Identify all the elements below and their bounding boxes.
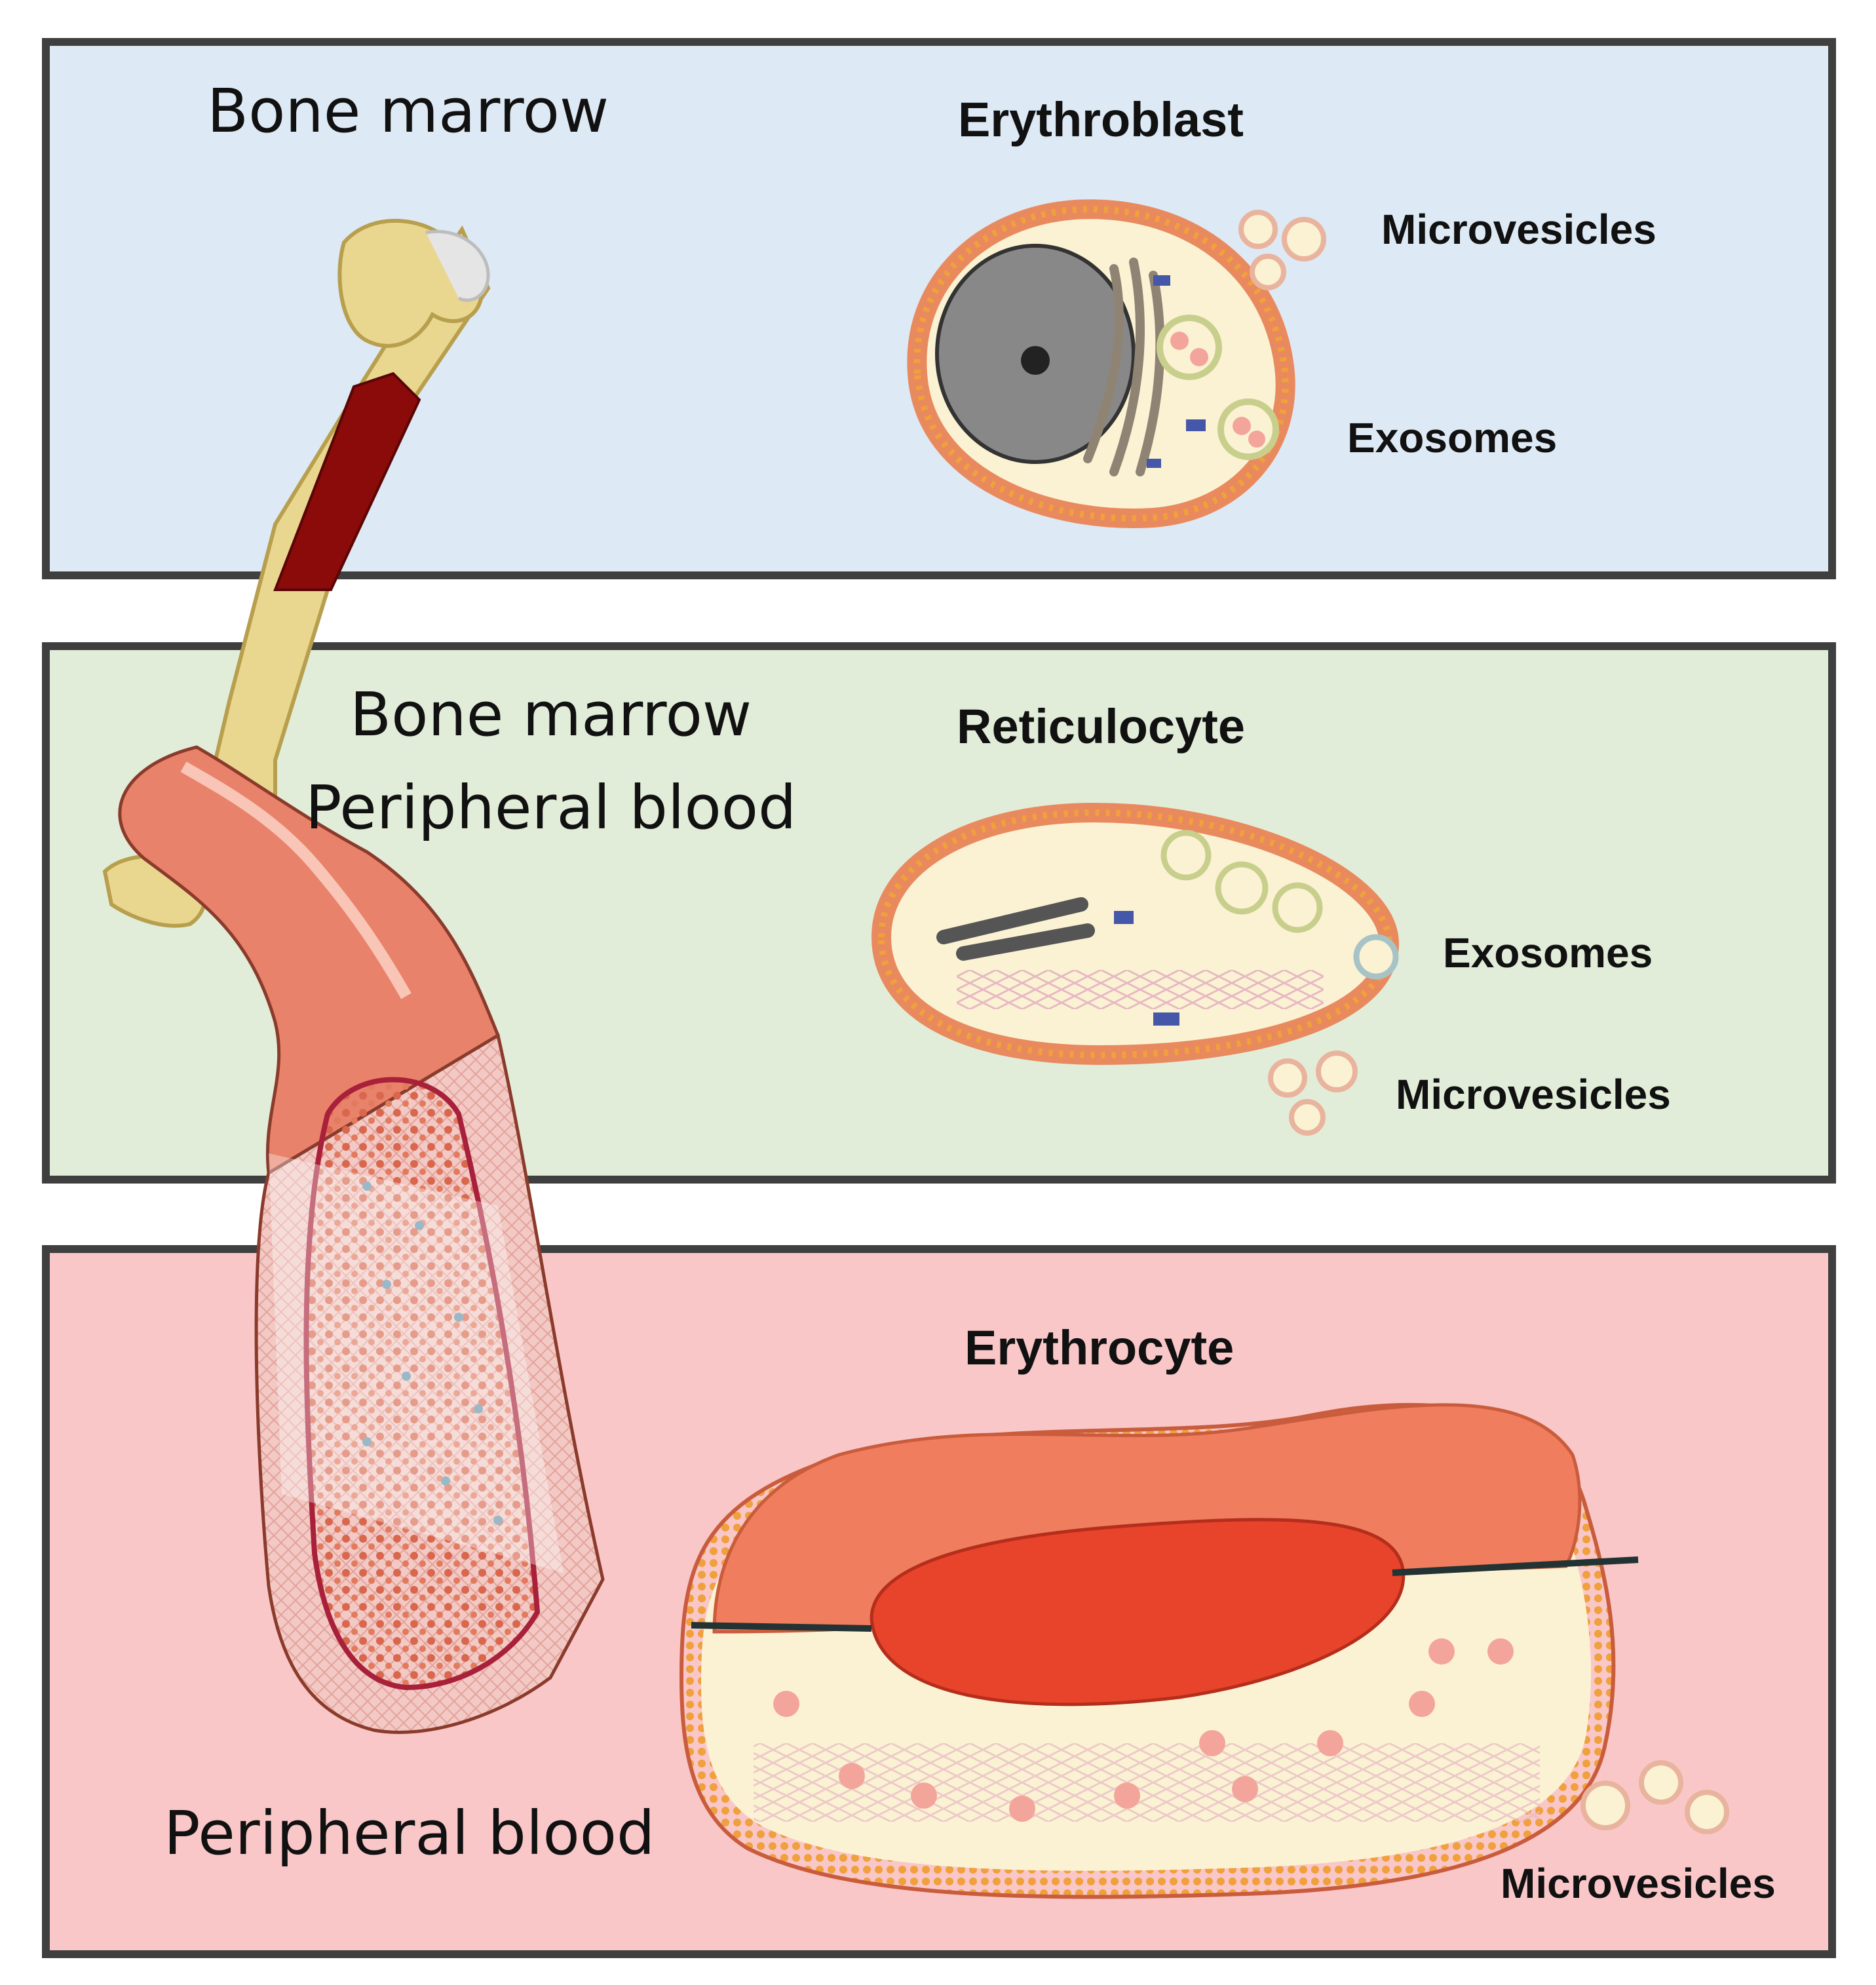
microvesicle-icon <box>1238 210 1326 290</box>
location-label-line-1: Bone marrow <box>350 680 752 750</box>
erythrocyte-icon <box>679 1402 1729 1899</box>
cell-label-erythrocyte: Erythrocyte <box>965 1320 1235 1375</box>
exosome-icon <box>1157 315 1279 460</box>
vesicle-label-microvesicles: Microvesicles <box>1381 206 1656 253</box>
vesicle-label-microvesicles: Microvesicles <box>1396 1071 1671 1118</box>
cell-label-erythroblast: Erythroblast <box>958 92 1244 147</box>
erythroblast-icon <box>907 199 1295 528</box>
reticulocyte-icon <box>871 802 1400 1136</box>
vesicle-label-exosomes: Exosomes <box>1443 929 1653 976</box>
location-label: Peripheral blood <box>164 1798 655 1868</box>
cell-label-reticulocyte: Reticulocyte <box>957 699 1246 754</box>
blood-vessel-icon <box>118 745 605 1734</box>
vesicle-label-exosomes: Exosomes <box>1347 414 1558 461</box>
location-label: Bone marrow <box>207 76 609 146</box>
location-label-line-2: Peripheral blood <box>305 773 797 843</box>
vesicle-label-microvesicles: Microvesicles <box>1501 1860 1776 1907</box>
